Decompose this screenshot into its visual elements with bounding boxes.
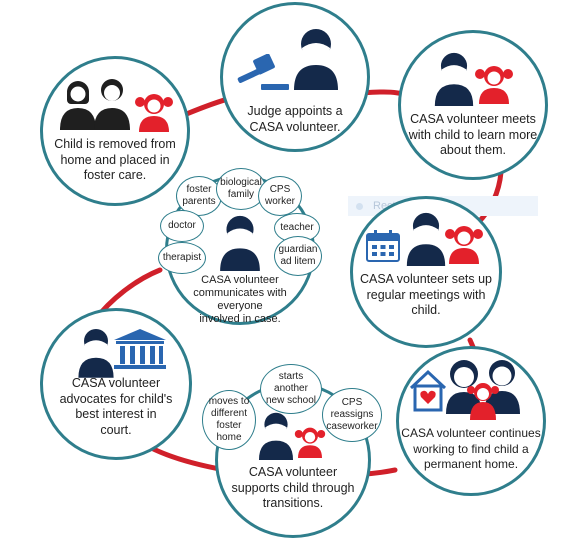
step-6-text: CASA volunteer supports child through tr…: [231, 465, 355, 510]
bubble-guardian-ad-litem: guardian ad litem: [274, 236, 322, 276]
bubble-cps-worker: CPS worker: [258, 176, 302, 216]
bubble-biological-family-text: biological family: [220, 177, 262, 200]
bubble-new-school: starts another new school: [260, 364, 322, 414]
adult-man-icon: [94, 79, 130, 130]
step-2-text: Judge appoints a CASA volunteer.: [247, 104, 343, 134]
child-girl-icon: [445, 226, 483, 264]
bubble-biological-family: biological family: [216, 168, 266, 210]
bubble-cps-worker-text: CPS worker: [264, 184, 295, 207]
family-icon: [446, 360, 520, 420]
step-8-text: CASA volunteer communicates with everyon…: [193, 274, 287, 325]
step-1-text: Child is removed from home and placed in…: [54, 137, 176, 182]
bubble-cps-reassigns: CPS reassigns caseworker: [322, 388, 382, 442]
volunteer-icon: [434, 52, 474, 106]
child-girl-icon: [475, 66, 513, 104]
bubble-moves-foster-home: moves to different foster home: [202, 390, 256, 450]
bubble-doctor: doctor: [160, 210, 204, 242]
step-5-text: CASA volunteer continues working to find…: [401, 426, 541, 471]
courthouse-icon: [114, 329, 166, 369]
volunteer-icon: [78, 329, 114, 378]
child-girl-icon: [135, 94, 173, 132]
bubble-teacher-text: teacher: [280, 222, 314, 233]
volunteer-icon: [220, 215, 260, 271]
volunteer-icon: [294, 29, 338, 90]
child-girl-icon: [294, 427, 326, 458]
bubble-doctor-text: doctor: [168, 220, 196, 231]
step-7-text: CASA volunteer advocates for child's bes…: [59, 376, 173, 437]
bubble-therapist: therapist: [158, 242, 206, 274]
gavel-icon: [237, 54, 289, 90]
bubble-moves-foster-home-text: moves to different foster home: [208, 396, 250, 443]
step-4-text: CASA volunteer sets up regular meetings …: [359, 272, 493, 317]
step-3-text: CASA volunteer meets with child to learn…: [408, 112, 538, 157]
bubble-foster-parents: foster parents: [176, 176, 222, 216]
faded-dot: [356, 202, 363, 210]
adult-woman-icon: [60, 81, 96, 130]
calendar-icon: [366, 230, 400, 262]
step-7-circle: [40, 308, 192, 460]
bubble-new-school-text: starts another new school: [265, 371, 317, 406]
volunteer-icon: [406, 212, 446, 266]
volunteer-icon: [258, 412, 294, 460]
bubble-foster-parents-text: foster parents: [182, 184, 216, 207]
bubble-guardian-ad-litem-text: guardian ad litem: [278, 244, 318, 267]
bubble-therapist-text: therapist: [162, 252, 202, 263]
home-heart-icon: [409, 369, 447, 412]
bubble-cps-reassigns-text: CPS reassigns caseworker: [326, 397, 378, 432]
